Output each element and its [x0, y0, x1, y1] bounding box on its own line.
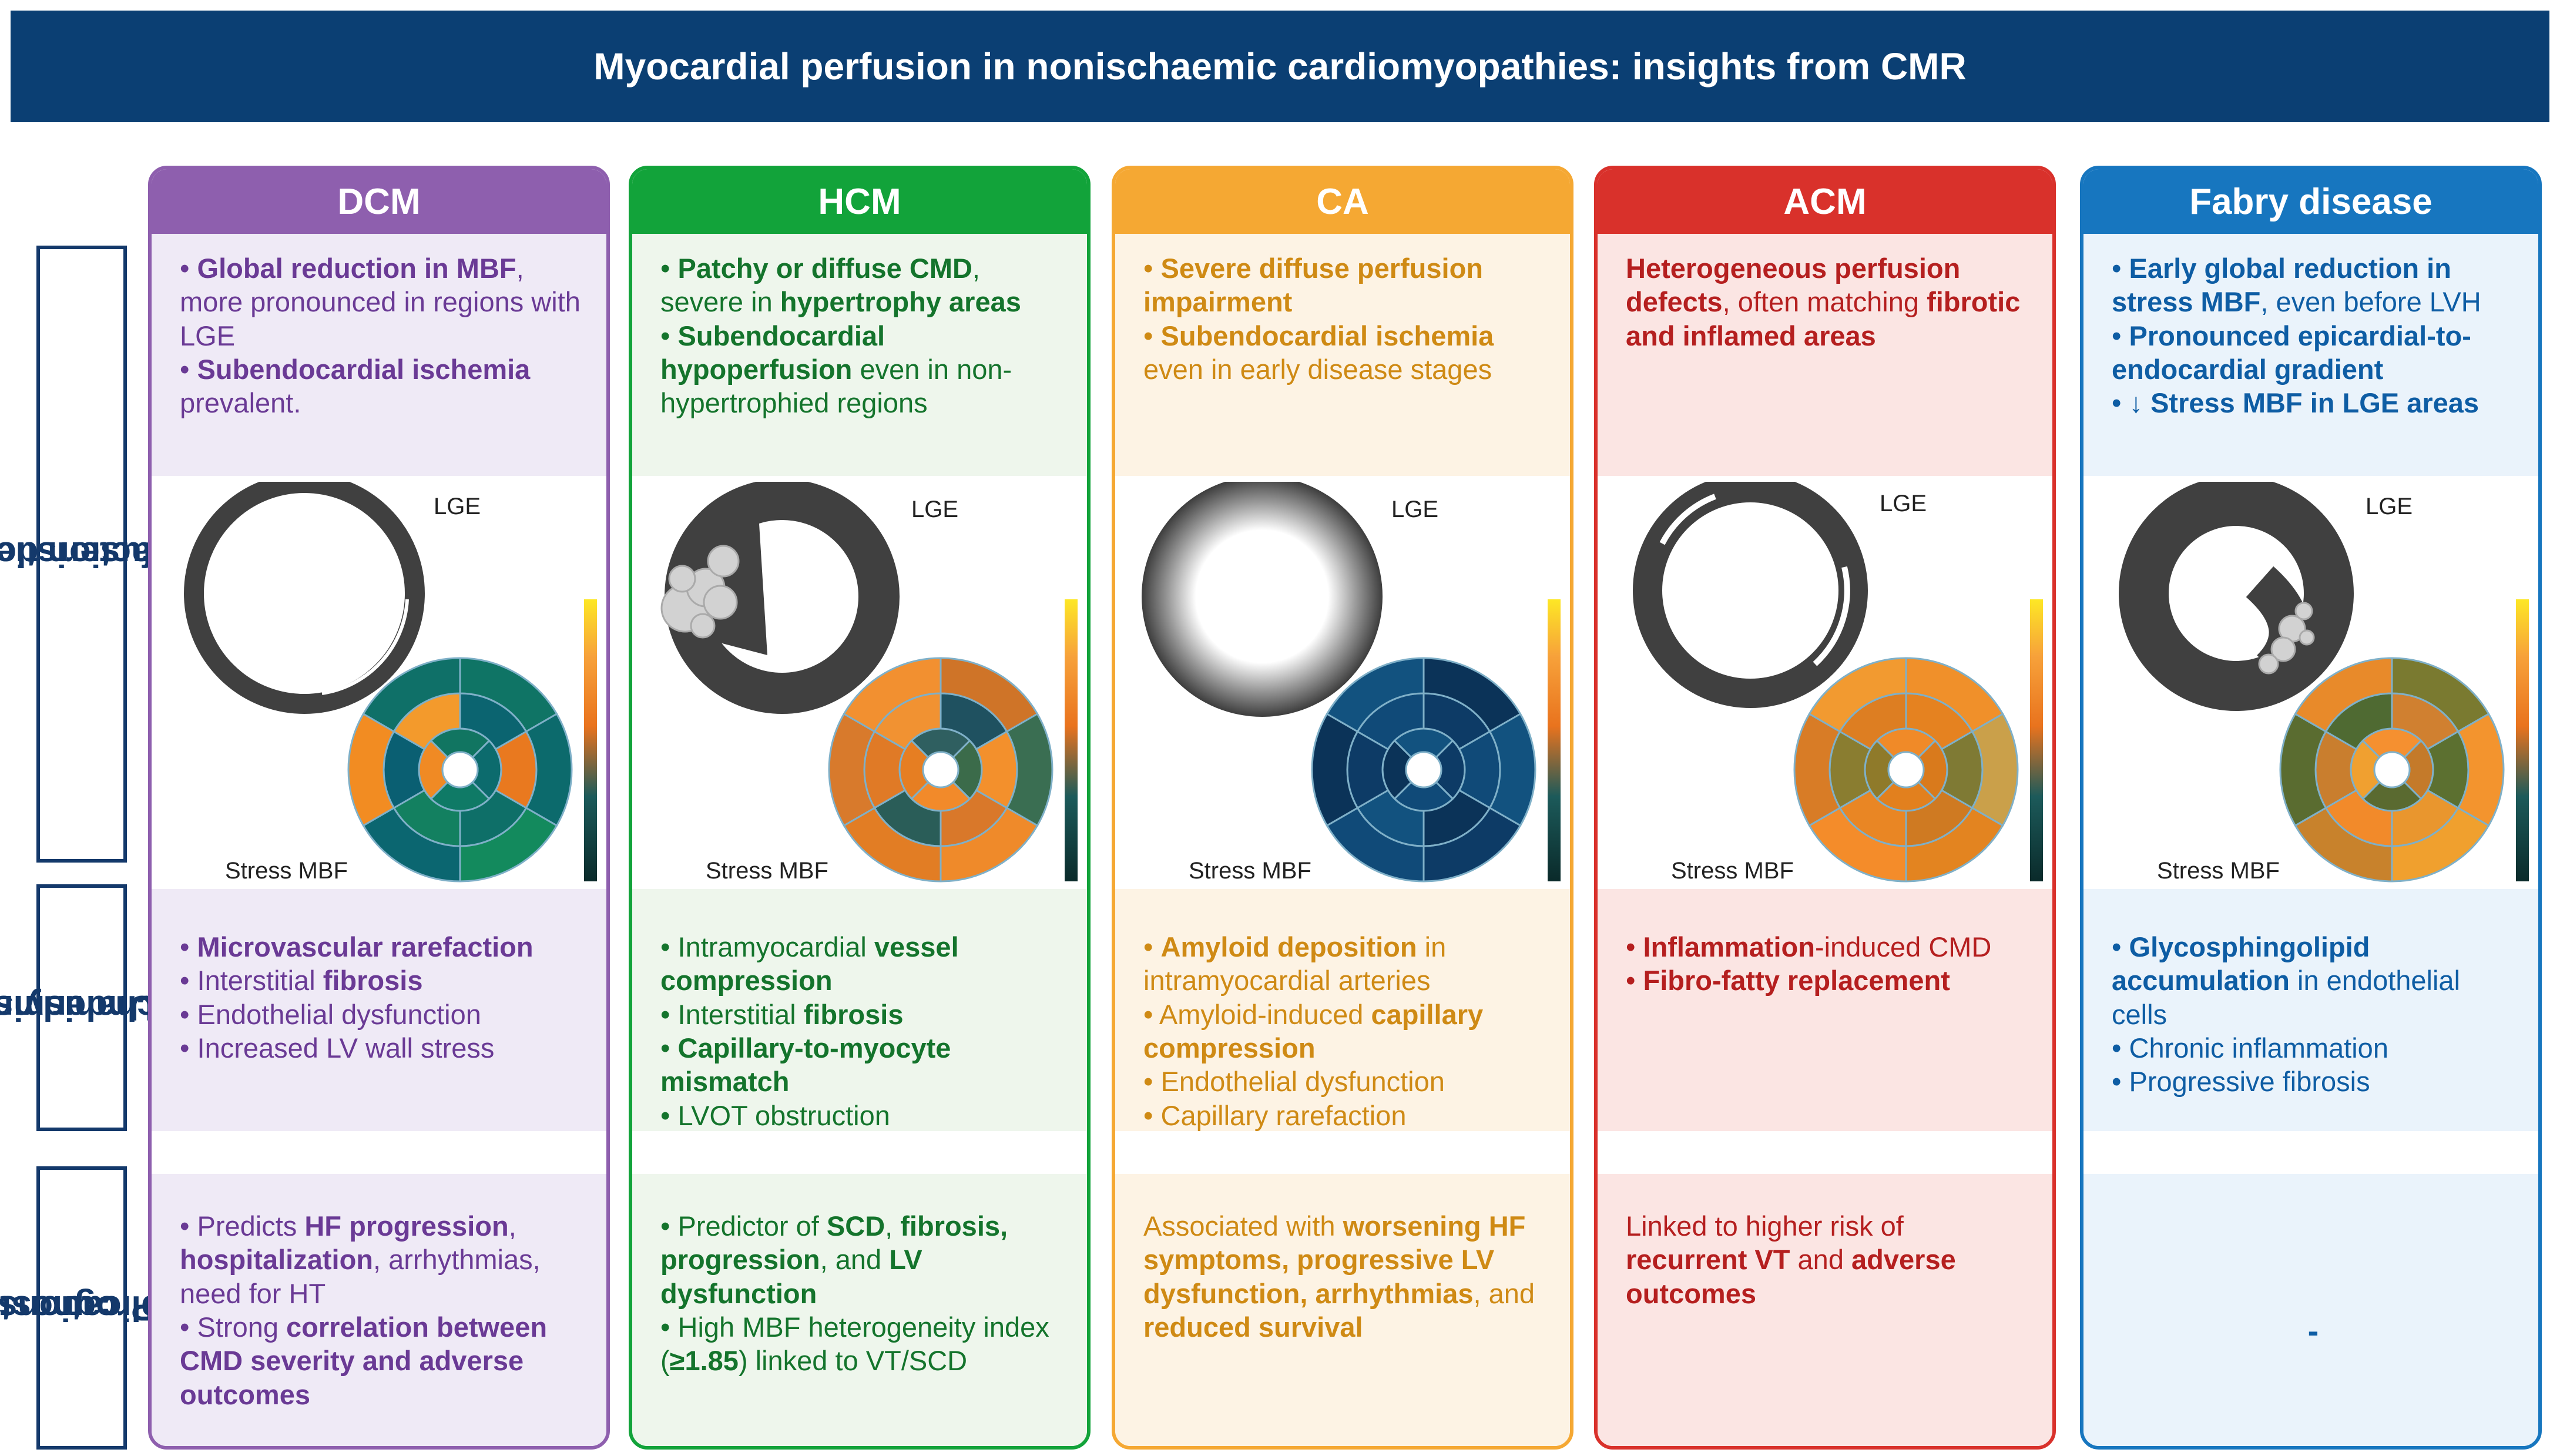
column-header: Fabry disease [2083, 169, 2538, 234]
list-item: • Inflammation-induced CMD [1626, 931, 1992, 962]
list-item: • Amyloid deposition in intramyocardial … [1143, 931, 1447, 997]
colorbar [2516, 599, 2529, 881]
list-item: • Early global reduction in stress MBF, … [2112, 253, 2481, 318]
list-item: • High MBF heterogeneity index (≥1.85) l… [660, 1311, 1049, 1377]
prognostic-text: Associated with worsening HF symptoms, p… [1115, 1174, 1570, 1446]
lge-ring-icon [2119, 482, 2354, 711]
list-item: • Patchy or diffuse CMD, severe in hyper… [660, 253, 1021, 318]
stress-mbf-label: Stress MBF [2157, 858, 2280, 884]
perfusion-text: • Early global reduction in stress MBF, … [2083, 234, 2538, 476]
mechanisms-text: • Amyloid deposition in intramyocardial … [1115, 889, 1570, 1131]
stress-mbf-label: Stress MBF [706, 858, 828, 884]
stress-mbf-label: Stress MBF [1189, 858, 1311, 884]
stress-mbf-polar-map [1793, 657, 2019, 883]
lge-label: LGE [911, 496, 958, 522]
list-item: • LVOT obstruction [660, 1099, 890, 1131]
list-item: Linked to higher risk of recurrent VT an… [1626, 1210, 1956, 1309]
list-item: • Predictor of SCD, fibrosis, progressio… [660, 1210, 1008, 1309]
stress-mbf-polar-map [1311, 657, 1536, 883]
list-item: - [2307, 1312, 2319, 1350]
perfusion-figure: LGE Stress MBF [1598, 482, 2052, 893]
prognostic-text: Linked to higher risk of recurrent VT an… [1598, 1174, 2052, 1446]
lge-ring-icon [1142, 482, 1383, 717]
lge-label: LGE [2366, 494, 2413, 519]
list-item: • Capillary-to-myocyte mismatch [660, 1032, 951, 1098]
lge-label: LGE [434, 494, 481, 519]
list-item: • Predicts HF progression, hospitalizati… [180, 1210, 541, 1309]
perfusion-figure: LGE Stress MBF [152, 482, 606, 893]
stress-mbf-polar-map [347, 657, 573, 883]
list-item: Associated with worsening HF symptoms, p… [1143, 1210, 1535, 1343]
list-item: • Pronounced epicardial-to-endocardial g… [2112, 320, 2471, 385]
colorbar [2030, 599, 2043, 881]
prognostic-text: • Predicts HF progression, hospitalizati… [152, 1174, 606, 1446]
list-item: • Subendocardial hypoperfusion even in n… [660, 320, 1012, 419]
column-dcm: DCM • Global reduction in MBF, more prono… [148, 166, 610, 1450]
stress-mbf-polar-map [2279, 657, 2505, 883]
list-item: Heterogeneous perfusion defects, often m… [1626, 253, 2021, 351]
lge-label: LGE [1880, 491, 1927, 516]
lge-ring-icon [660, 482, 900, 714]
column-fabry: Fabry disease • Early global reduction in… [2080, 166, 2542, 1450]
list-item: • Interstitial fibrosis [660, 998, 904, 1030]
mechanisms-text: • Microvascular rarefaction• Interstitia… [152, 889, 606, 1131]
page-title: Myocardial perfusion in nonischaemic car… [11, 11, 2549, 122]
mechanisms-text: • Glycosphingolipid accumulation in endo… [2083, 889, 2538, 1131]
perfusion-figure: LGE Stress MBF [1115, 482, 1570, 893]
list-item: • Endothelial dysfunction [1143, 1066, 1445, 1098]
column-hcm: HCM • Patchy or diffuse CMD, severe in hy… [629, 166, 1091, 1450]
list-item: • Glycosphingolipid accumulation in endo… [2112, 931, 2461, 1030]
colorbar [584, 599, 597, 881]
perfusion-text: Heterogeneous perfusion defects, often m… [1598, 234, 2052, 476]
mechanisms-text: • Inflammation-induced CMD• Fibro-fatty … [1598, 889, 2052, 1131]
column-header: CA [1115, 169, 1570, 234]
list-item: • Amyloid-induced capillary compression [1143, 998, 1484, 1064]
list-item: • Intramyocardial vessel compression [660, 931, 959, 997]
prognostic-text: • Predictor of SCD, fibrosis, progressio… [632, 1174, 1087, 1446]
column-header: HCM [632, 169, 1087, 234]
perfusion-text: • Global reduction in MBF, more pronounc… [152, 234, 606, 476]
list-item: • Subendocardial ischemia prevalent. [180, 353, 531, 419]
list-item: • Endothelial dysfunction [180, 998, 481, 1030]
row-label-mechanisms: Underlyingmechanisms [0, 884, 207, 1131]
list-item: • Progressive fibrosis [2112, 1066, 2370, 1098]
list-item: • Severe diffuse perfusion impairment [1143, 253, 1484, 318]
row-label-prognostic: Prognosticimplications [0, 1166, 203, 1450]
list-item: • Subendocardial ischemia even in early … [1143, 320, 1494, 385]
column-header: ACM [1598, 169, 2052, 234]
stress-mbf-label: Stress MBF [225, 858, 348, 884]
lge-label: LGE [1391, 496, 1438, 522]
list-item: • ↓ Stress MBF in LGE areas [2112, 387, 2480, 419]
list-item: • Capillary rarefaction [1143, 1099, 1407, 1131]
mechanisms-text: • Intramyocardial vessel compression• In… [632, 889, 1087, 1131]
list-item: • Chronic inflammation [2112, 1032, 2388, 1064]
lge-ring-icon [1633, 482, 1868, 708]
colorbar [1548, 599, 1561, 881]
list-item: • Microvascular rarefaction [180, 931, 534, 962]
list-item: • Global reduction in MBF, more pronounc… [180, 253, 581, 351]
column-header: DCM [152, 169, 606, 234]
perfusion-figure: LGE Stress MBF [2083, 482, 2538, 893]
row-label-perfusion: Perfusion defectscharacteristics [0, 246, 225, 863]
perfusion-text: • Patchy or diffuse CMD, severe in hyper… [632, 234, 1087, 476]
colorbar [1065, 599, 1078, 881]
list-item: • Interstitial fibrosis [180, 965, 423, 997]
perfusion-text: • Severe diffuse perfusion impairment• S… [1115, 234, 1570, 476]
stress-mbf-polar-map [828, 657, 1053, 883]
list-item: • Fibro-fatty replacement [1626, 965, 1950, 997]
column-ca: CA• Severe diffuse perfusion impairment•… [1112, 166, 1573, 1450]
lge-ring-icon [184, 482, 425, 714]
list-item: • Increased LV wall stress [180, 1032, 495, 1064]
list-item: • Strong correlation between CMD severit… [180, 1311, 548, 1410]
perfusion-figure: LGE Stress MBF [632, 482, 1087, 893]
column-acm: ACM Heterogeneous perfusion defects, ofte… [1594, 166, 2056, 1450]
stress-mbf-label: Stress MBF [1671, 858, 1794, 884]
prognostic-text: - [2083, 1174, 2538, 1446]
